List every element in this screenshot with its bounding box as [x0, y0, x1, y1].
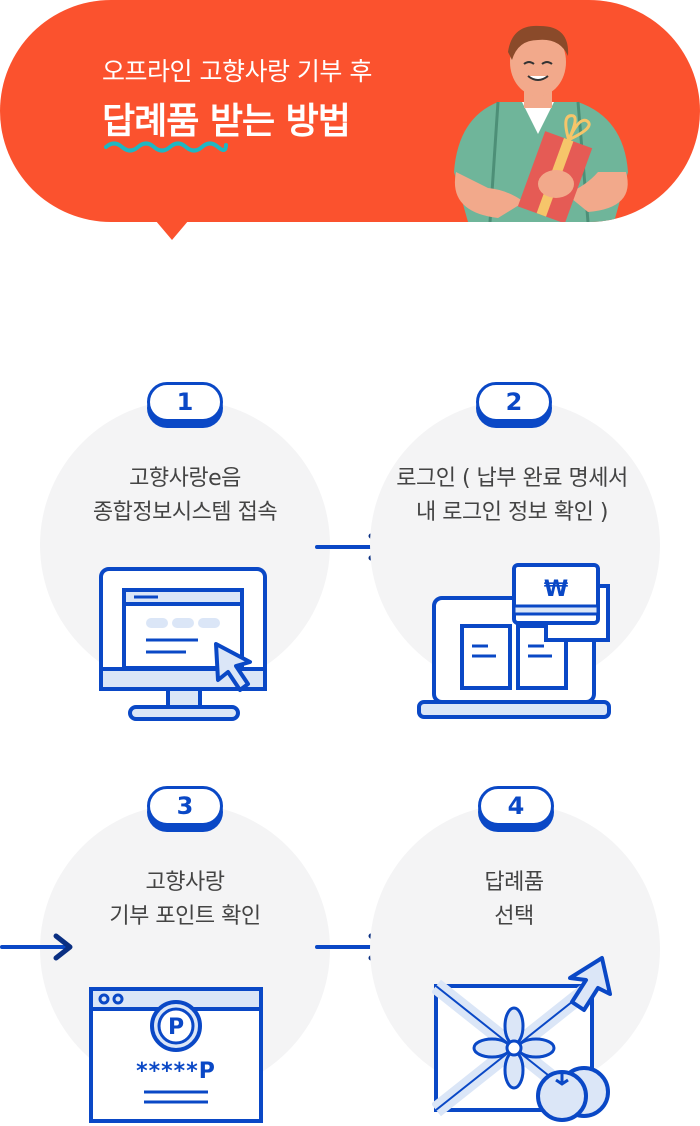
step-2-number: 2: [476, 382, 552, 422]
header-banner: 오프라인 고향사랑 기부 후 답례품 받는 방법: [0, 0, 700, 222]
step-1-label-line1: 고향사랑e음: [129, 466, 241, 491]
banner-subtitle: 오프라인 고향사랑 기부 후: [102, 57, 372, 86]
gift-box-icon: [432, 956, 612, 1122]
step-4-label-line1: 답례품: [484, 870, 544, 895]
step-3-label: 고향사랑 기부 포인트 확인: [25, 866, 345, 934]
step-1-badge: 1: [147, 382, 223, 428]
step-4-label-line2: 선택: [494, 904, 534, 929]
step-4-label: 답례품 선택: [354, 866, 674, 934]
step-3-label-line1: 고향사랑: [145, 870, 225, 895]
points-window-icon: P *****P: [89, 987, 263, 1123]
step-1-number: 1: [147, 382, 223, 422]
step-1-label: 고향사랑e음 종합정보시스템 접속: [25, 462, 345, 530]
laptop-bill-icon: ₩: [417, 563, 611, 719]
step-2-badge: 2: [476, 382, 552, 428]
step-2-label-line2: 내 로그인 정보 확인 ): [416, 500, 608, 525]
banner-title: 답례품 받는 방법: [102, 101, 351, 142]
step-3-badge: 3: [147, 786, 223, 832]
points-mask-text: *****P: [136, 1059, 216, 1084]
step-3-number: 3: [147, 786, 223, 826]
banner-tail: [150, 214, 194, 240]
step-2-label-line1: 로그인 ( 납부 완료 명세서: [396, 466, 628, 491]
won-symbol: ₩: [544, 577, 568, 602]
point-symbol: P: [168, 1015, 184, 1040]
computer-monitor-cursor-icon: [99, 567, 267, 721]
step-2-label: 로그인 ( 납부 완료 명세서 내 로그인 정보 확인 ): [352, 462, 672, 530]
wave-underline-icon: [104, 141, 228, 153]
person-with-gift-icon: [454, 25, 628, 222]
step-4-badge: 4: [478, 786, 554, 832]
step-1-label-line2: 종합정보시스템 접속: [92, 500, 278, 525]
step-4-number: 4: [478, 786, 554, 826]
step-3-label-line2: 기부 포인트 확인: [109, 904, 261, 929]
arrow-right-icon: [0, 933, 73, 961]
